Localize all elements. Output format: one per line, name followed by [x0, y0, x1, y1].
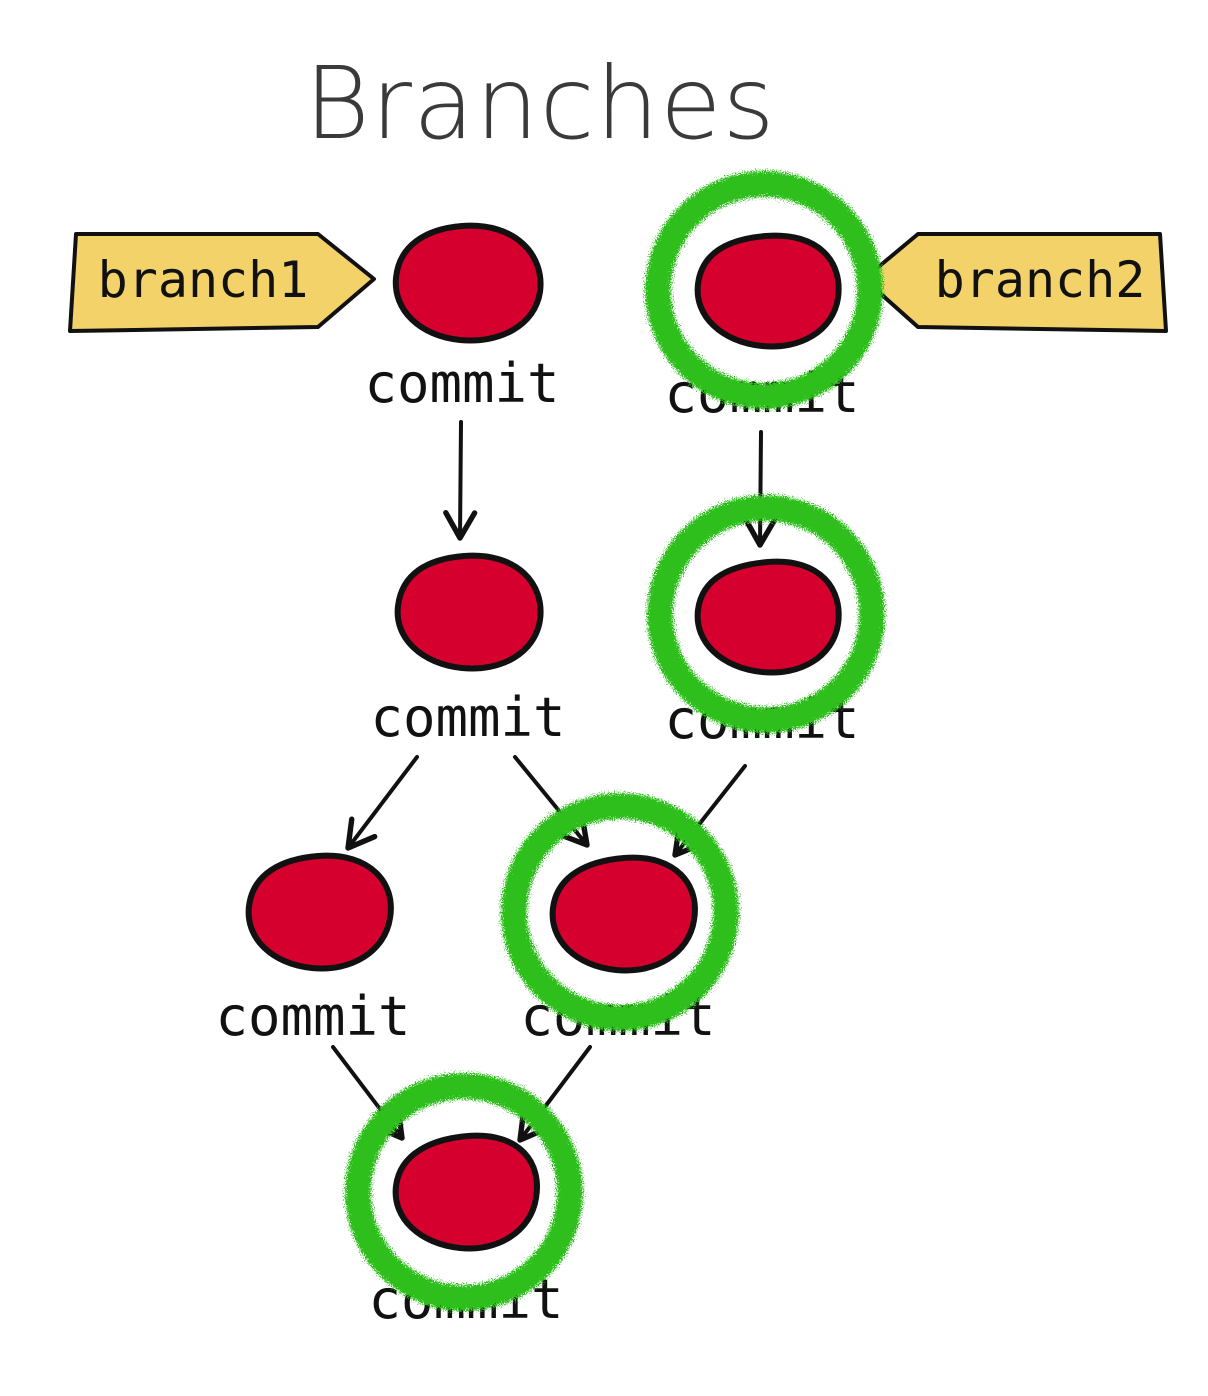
commit-node: commit	[370, 552, 566, 749]
commit-node: commit	[647, 495, 885, 751]
green-scribble-ring-icon	[647, 495, 885, 733]
branch-label: branch2	[935, 251, 1146, 309]
branch-label: branch1	[98, 251, 309, 309]
commit-node-icon	[245, 852, 394, 972]
commit-label: commit	[215, 985, 410, 1048]
commit-node-icon	[694, 558, 842, 676]
commit-node-icon	[549, 854, 698, 974]
arrow-c1-to-c3	[443, 420, 478, 541]
branch-tag-icon	[862, 232, 1168, 333]
commit-label: commit	[370, 686, 565, 749]
green-scribble-ring-icon	[345, 1073, 583, 1311]
arrow-c3-to-c5	[345, 755, 419, 851]
commit-arrows	[331, 420, 778, 1143]
commit-node-icon	[392, 222, 544, 344]
branch-tag-icon	[68, 232, 376, 333]
green-scribble-ring-icon	[501, 793, 739, 1031]
commit-node: commit	[645, 171, 883, 425]
commit-nodes: commit commit commit commit commit commi…	[215, 171, 885, 1331]
commit-node-icon	[394, 552, 544, 672]
arrow-c2-to-c4	[743, 430, 778, 548]
commit-node-icon	[392, 1132, 540, 1252]
branch-tag-branch2: branch2	[862, 232, 1168, 333]
commit-label: commit	[364, 352, 559, 415]
commit-node: commit	[501, 793, 739, 1048]
branch-tag-branch1: branch1	[68, 232, 376, 333]
commit-node: commit	[364, 222, 560, 415]
commit-node-icon	[694, 232, 842, 350]
commit-node: commit	[215, 852, 411, 1048]
commit-node: commit	[345, 1073, 583, 1331]
diagram-title: Branches	[304, 45, 775, 162]
green-scribble-ring-icon	[645, 171, 883, 409]
